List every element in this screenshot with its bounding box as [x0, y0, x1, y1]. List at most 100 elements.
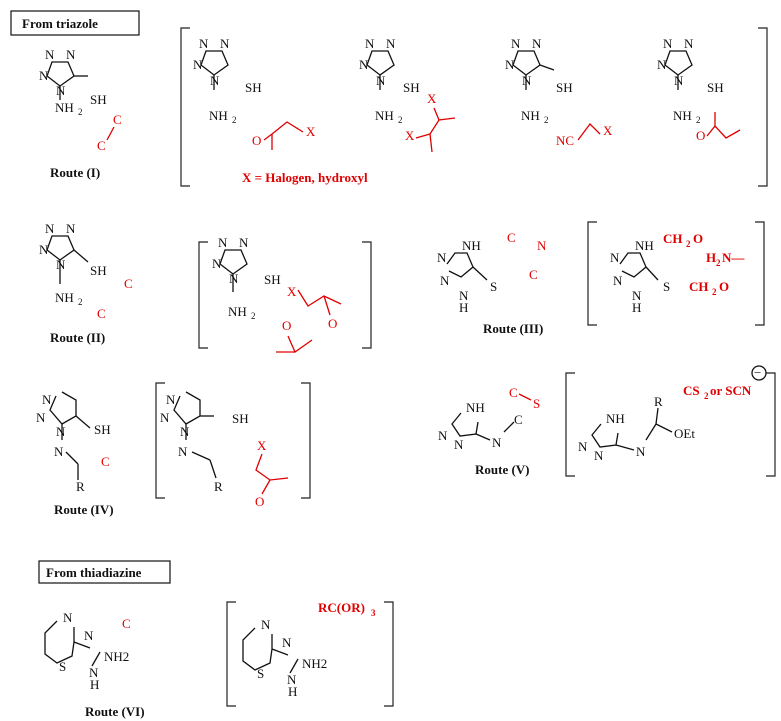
header-from-triazole: From triazole: [10, 10, 140, 36]
svg-text:2: 2: [712, 287, 717, 297]
svg-text:NH: NH: [521, 108, 540, 123]
svg-text:NH: NH: [55, 290, 74, 305]
svg-text:H: H: [90, 677, 99, 692]
svg-text:N: N: [42, 392, 52, 407]
svg-text:2: 2: [78, 107, 83, 117]
svg-text:O: O: [255, 494, 264, 509]
svg-text:2: 2: [398, 115, 403, 125]
svg-text:R: R: [654, 394, 663, 409]
route-1-structure-1: N N N N SH NH 2 X O: [193, 36, 316, 150]
route-3-label: Route (III): [483, 321, 543, 336]
svg-text:SH: SH: [264, 272, 281, 287]
svg-text:R: R: [76, 479, 85, 494]
svg-text:N: N: [180, 424, 190, 439]
svg-text:X: X: [257, 438, 267, 453]
svg-text:NH: NH: [462, 238, 481, 253]
route-4-label: Route (IV): [54, 502, 114, 517]
svg-text:N: N: [84, 628, 94, 643]
svg-text:C: C: [101, 454, 110, 469]
svg-text:N: N: [359, 57, 369, 72]
svg-text:X: X: [405, 128, 415, 143]
svg-text:N: N: [282, 635, 292, 650]
svg-text:N: N: [657, 57, 667, 72]
route-3-structure: N NH N N H S CH 2 O H 2 N— CH 2 O: [610, 231, 745, 315]
svg-text:N: N: [66, 47, 76, 62]
svg-text:N: N: [63, 610, 73, 625]
svg-text:C: C: [507, 230, 516, 245]
svg-text:N: N: [365, 36, 375, 51]
route-1-structure-3: N N N N SH NH 2 NC X: [505, 36, 613, 148]
svg-text:CS: CS: [683, 383, 700, 398]
route-6-label: Route (VI): [85, 704, 145, 719]
svg-text:NH: NH: [606, 411, 625, 426]
svg-text:X: X: [603, 123, 613, 138]
svg-text:N: N: [594, 448, 604, 463]
svg-text:NH2: NH2: [104, 649, 129, 664]
svg-text:X: X: [287, 284, 297, 299]
route-4-structure: N N N N SH R X O: [160, 391, 289, 509]
svg-text:2: 2: [704, 391, 709, 401]
svg-text:R: R: [214, 479, 223, 494]
svg-text:O: O: [282, 318, 291, 333]
svg-text:N: N: [437, 250, 447, 265]
svg-text:2: 2: [232, 115, 237, 125]
svg-text:S: S: [59, 659, 66, 674]
svg-text:H: H: [288, 684, 297, 699]
header-from-thiadiazine: From thiadiazine: [38, 560, 171, 584]
svg-text:N: N: [166, 392, 176, 407]
halogen-note: X = Halogen, hydroxyl: [242, 170, 368, 185]
svg-text:N: N: [66, 221, 76, 236]
svg-text:N: N: [220, 36, 230, 51]
svg-text:N: N: [674, 73, 684, 88]
svg-text:NH: NH: [635, 238, 654, 253]
svg-text:SH: SH: [403, 80, 420, 95]
svg-text:N: N: [287, 672, 297, 687]
svg-text:N: N: [39, 242, 49, 257]
header-thiadiazine-text: From thiadiazine: [46, 565, 142, 580]
svg-text:C: C: [514, 412, 523, 427]
svg-text:C: C: [97, 306, 106, 321]
svg-text:N: N: [386, 36, 396, 51]
svg-text:O: O: [252, 133, 261, 148]
svg-text:N: N: [54, 444, 64, 459]
route-5-reactant: NH N N N C C S Route (V): [438, 385, 540, 477]
svg-text:O: O: [693, 231, 703, 246]
svg-text:OEt: OEt: [674, 426, 695, 441]
svg-text:H: H: [459, 300, 468, 315]
svg-text:N: N: [438, 428, 448, 443]
svg-text:H: H: [632, 300, 641, 315]
route-2-structure: N N N N SH NH 2 X O O: [212, 235, 342, 353]
svg-text:NH: NH: [466, 400, 485, 415]
route-2-label: Route (II): [50, 330, 105, 345]
svg-text:SH: SH: [707, 80, 724, 95]
svg-text:NH: NH: [375, 108, 394, 123]
svg-text:N: N: [39, 68, 49, 83]
svg-text:N: N: [492, 435, 502, 450]
svg-text:C: C: [122, 616, 131, 631]
svg-text:C: C: [509, 385, 518, 400]
route-6-structure: N N S NH2 N H RC(OR) 3: [242, 600, 376, 699]
svg-text:N: N: [684, 36, 694, 51]
svg-text:O: O: [328, 316, 337, 331]
svg-text:N: N: [56, 424, 66, 439]
svg-text:N: N: [45, 47, 55, 62]
svg-text:NH: NH: [228, 304, 247, 319]
svg-text:N: N: [160, 410, 170, 425]
svg-text:S: S: [533, 396, 540, 411]
svg-text:N: N: [578, 439, 588, 454]
svg-text:N: N: [261, 617, 271, 632]
svg-text:X: X: [427, 91, 437, 106]
svg-text:N: N: [56, 83, 66, 98]
svg-text:C: C: [529, 267, 538, 282]
svg-text:SH: SH: [90, 263, 107, 278]
svg-text:N: N: [632, 288, 642, 303]
svg-text:3: 3: [371, 608, 376, 618]
svg-text:O: O: [696, 128, 705, 143]
svg-text:O: O: [719, 279, 729, 294]
svg-text:N: N: [218, 235, 228, 250]
svg-text:SH: SH: [94, 422, 111, 437]
svg-text:NC: NC: [556, 133, 574, 148]
svg-text:X: X: [306, 124, 316, 139]
svg-text:N—: N—: [722, 250, 745, 265]
